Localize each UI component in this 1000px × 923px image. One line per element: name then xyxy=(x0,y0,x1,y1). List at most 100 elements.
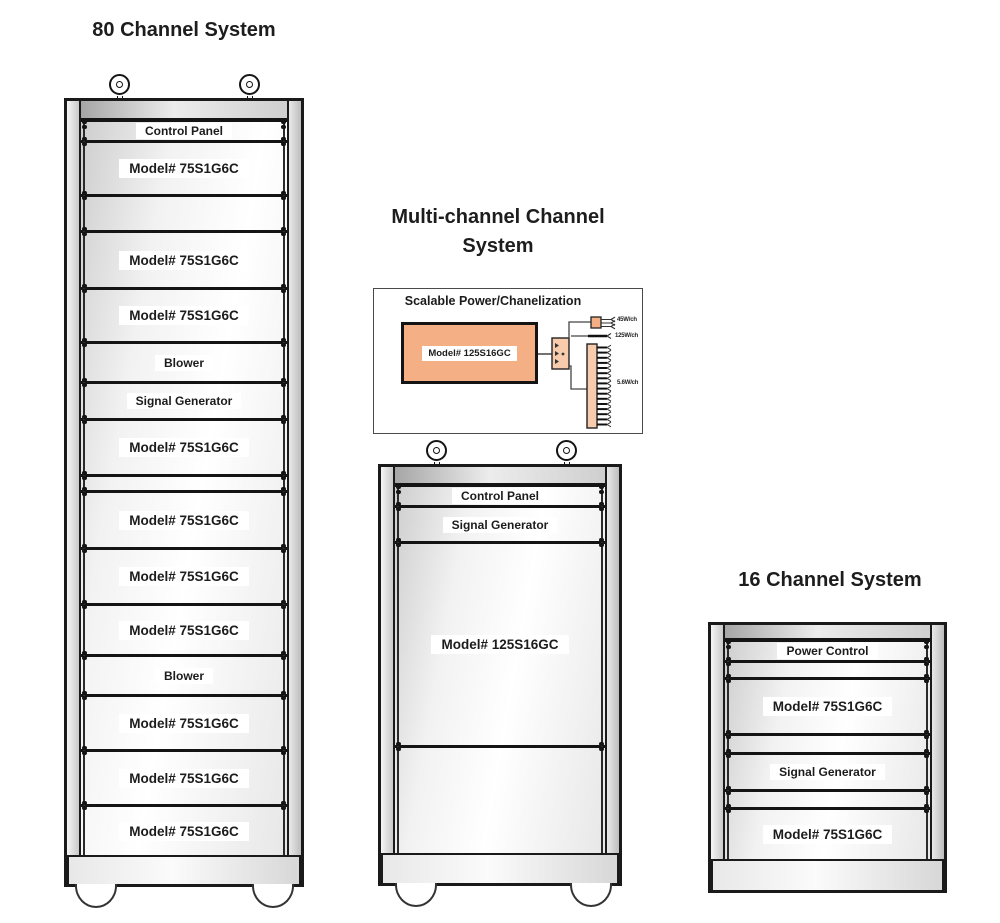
unit-label: Signal Generator xyxy=(770,764,885,780)
bolt-icon xyxy=(281,414,286,425)
rack-side-column xyxy=(930,625,944,890)
bolt-icon xyxy=(396,501,401,512)
bolt-icon xyxy=(82,377,87,388)
unit-label: Model# 75S1G6C xyxy=(762,697,893,716)
bolt-icon xyxy=(281,190,286,201)
rack-section: Model# 125S16GC xyxy=(395,541,605,745)
output-power-label: 125W/ch xyxy=(615,333,638,339)
unit-label: Control Panel xyxy=(451,488,548,504)
bolt-icon xyxy=(82,414,87,425)
eyebolt-icon xyxy=(556,440,577,468)
bolt-icon xyxy=(726,748,731,759)
rack-section: Model# 75S1G6C xyxy=(81,287,287,341)
unit-label: Power Control xyxy=(777,643,878,659)
unit-label: Model# 125S16GC xyxy=(431,635,569,654)
rack-section: Signal Generator xyxy=(725,752,930,789)
rack-section xyxy=(725,660,930,677)
rack-section xyxy=(725,733,930,752)
bolt-icon xyxy=(82,745,87,756)
bolt-icon xyxy=(281,136,286,147)
rack-section xyxy=(81,474,287,490)
bolt-icon xyxy=(281,486,286,497)
bolt-icon xyxy=(281,283,286,294)
bolt-icon xyxy=(599,537,604,548)
unit-label: Model# 75S1G6C xyxy=(119,567,249,586)
bolt-icon xyxy=(924,748,929,759)
output-power-label: 45W/ch xyxy=(617,317,637,323)
rack-section: Model# 75S1G6C xyxy=(81,603,287,654)
unit-label: Blower xyxy=(154,354,213,371)
title-multi-channel-system: Multi-channel Channel System xyxy=(391,206,605,257)
unit-label: Control Panel xyxy=(135,123,232,139)
rack-section: Model# 75S1G6C xyxy=(725,807,930,859)
unit-label: Model# 75S1G6C xyxy=(119,713,249,733)
bolt-icon xyxy=(281,599,286,610)
bolt-icon xyxy=(281,226,286,237)
rack-section: Model# 75S1G6C xyxy=(81,490,287,547)
unit-label: Model# 75S1G6C xyxy=(119,821,249,841)
rack-side-column xyxy=(67,101,81,884)
bolt-icon xyxy=(82,190,87,201)
diagram-title: Scalable Power/Chanelization xyxy=(404,294,582,308)
eyebolt-icon xyxy=(109,74,130,102)
rack-section: Blower xyxy=(81,654,287,694)
bolt-icon xyxy=(726,673,731,684)
bolt-icon xyxy=(726,803,731,814)
caster-foot-icon xyxy=(252,884,294,908)
bolt-icon xyxy=(281,377,286,388)
bolt-icon xyxy=(924,729,929,740)
unit-label: Model# 75S1G6C xyxy=(119,620,249,640)
bolt-icon xyxy=(82,337,87,348)
unit-label: Blower xyxy=(154,667,213,684)
rack-top-panel xyxy=(395,467,605,485)
rack-section xyxy=(81,194,287,230)
caster-foot-icon xyxy=(570,883,612,907)
rack-section: Model# 75S1G6C xyxy=(81,749,287,804)
bolt-icon xyxy=(82,486,87,497)
rack-section xyxy=(725,789,930,807)
output-power-label: 5.6W/ch xyxy=(617,380,639,386)
diagram-connectors xyxy=(538,316,616,429)
bolt-icon xyxy=(924,656,929,667)
bolt-icon xyxy=(281,119,286,130)
rack-side-column xyxy=(381,467,395,883)
bolt-icon xyxy=(924,639,929,650)
main-unit-box: Model# 125S16GC xyxy=(401,322,538,384)
unit-label: Signal Generator xyxy=(442,516,558,533)
title-16-channel-system: 16 Channel System xyxy=(738,569,922,591)
unit-label: Model# 75S1G6C xyxy=(119,438,249,457)
rack-section xyxy=(395,745,605,853)
bolt-icon xyxy=(82,650,87,661)
rack-top-panel xyxy=(81,101,287,120)
bolt-icon xyxy=(599,484,604,495)
caster-foot-icon xyxy=(395,883,437,907)
bolt-icon xyxy=(924,785,929,796)
caster-foot-icon xyxy=(75,884,117,908)
rack-section: Signal Generator xyxy=(81,381,287,418)
rack-top-panel xyxy=(725,625,930,640)
bolt-icon xyxy=(281,650,286,661)
rack-section: Control Panel xyxy=(395,487,605,505)
rack-section: Model# 75S1G6C xyxy=(81,547,287,603)
bolt-icon xyxy=(82,800,87,811)
unit-label: Model# 75S1G6C xyxy=(119,510,249,530)
bolt-icon xyxy=(281,690,286,701)
bolt-icon xyxy=(281,745,286,756)
title-80-channel-system: 80 Channel System xyxy=(92,19,276,41)
unit-label: Model# 75S1G6C xyxy=(119,250,249,270)
bolt-icon xyxy=(281,543,286,554)
bolt-icon xyxy=(726,639,731,650)
unit-label: Model# 125S16GC xyxy=(422,345,517,361)
unit-label: Model# 75S1G6C xyxy=(119,768,249,788)
bolt-icon xyxy=(726,656,731,667)
unit-label: Model# 75S1G6C xyxy=(119,159,249,178)
bolt-icon xyxy=(82,283,87,294)
rack-section: Model# 75S1G6C xyxy=(81,230,287,287)
bolt-icon xyxy=(281,800,286,811)
unit-label: Model# 75S1G6C xyxy=(119,306,249,325)
